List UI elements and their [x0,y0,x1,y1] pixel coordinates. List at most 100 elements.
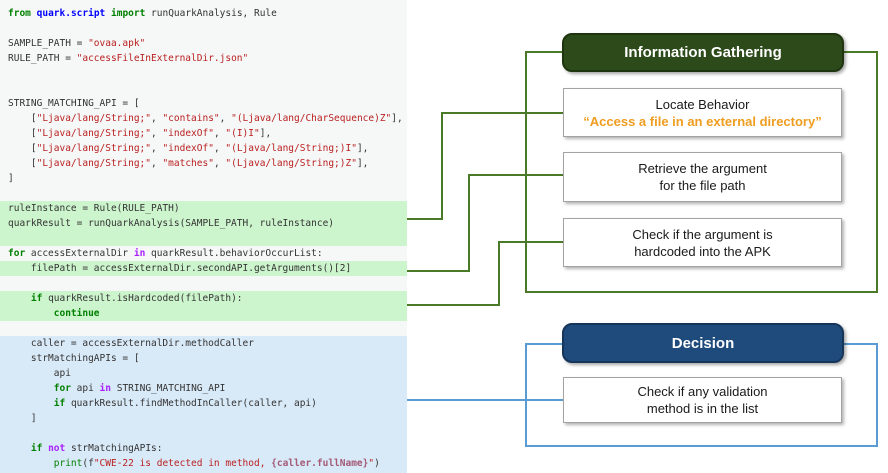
code-token: "CWE-22 is detected in method, [93,458,272,469]
step-box-retrieve-argument: Retrieve the argument for the file path [563,152,842,202]
code-token: api [70,383,100,394]
code-token: filePath = accessExternalDir.secondAPI.g… [8,263,352,274]
code-token: "matches" [162,158,214,169]
code-token: in [133,248,146,259]
code-token: print [53,458,83,469]
code-token: ], [391,113,403,124]
code-token: , [213,158,226,169]
code-token: ) [374,458,380,469]
code-line [0,321,407,336]
code-line [0,186,407,201]
code-line: ["Ljava/lang/String;", "contains", "(Lja… [0,111,407,126]
code-line: strMatchingAPIs = [ [0,351,407,366]
code-token: "accessFileInExternalDir.json" [76,53,249,64]
step-box-locate-behavior-line2: “Access a file in an external directory” [583,113,822,129]
code-token: [ [8,113,37,124]
code-token: ], [259,128,272,139]
code-token: (f [82,458,94,469]
code-token: continue [53,308,100,319]
code-token [8,383,54,394]
code-token: RULE_PATH = [8,53,77,64]
code-token: quark.script [36,8,106,19]
code-token: [ [8,143,37,154]
code-token [8,293,31,304]
code-line: if not strMatchingAPIs: [0,441,407,456]
code-line: for api in STRING_MATCHING_API [0,381,407,396]
code-line [0,276,407,291]
connector-retrieve-argument-horizontal [468,174,563,176]
code-token: quarkResult = runQuarkAnalysis(SAMPLE_PA… [8,218,335,229]
code-line [0,471,407,473]
code-token: ] [8,173,14,184]
code-line: ] [0,411,407,426]
code-line: ruleInstance = Rule(RULE_PATH) [0,201,407,216]
connector-rule-instance-horizontal [407,218,443,220]
connector-validation-horizontal [407,399,563,401]
code-token: api [8,368,71,379]
code-token: " [368,458,375,469]
code-line [0,66,407,81]
code-token [8,443,31,454]
code-token [8,308,54,319]
connector-hardcoded-vertical [498,241,500,306]
connector-filepath-vertical [468,174,470,272]
code-token: STRING_MATCHING_API [111,383,226,394]
step-box-retrieve-argument-line2: for the file path [659,178,746,193]
code-token: import [111,8,146,19]
code-token: "(I)I" [225,128,260,139]
code-line: ["Ljava/lang/String;", "indexOf", "(Ljav… [0,141,407,156]
step-box-check-validation: Check if any validation method is in the… [563,377,842,423]
step-box-check-validation-line2: method is in the list [646,401,759,416]
step-box-locate-behavior-line1: Locate Behavior [655,96,750,112]
code-line: if quarkResult.findMethodInCaller(caller… [0,396,407,411]
code-token: , [151,113,163,124]
code-token: for [53,383,71,394]
step-box-check-hardcoded-line2: hardcoded into the APK [634,243,771,259]
code-token: [ [8,128,37,139]
code-line [0,231,407,246]
connector-filepath-horizontal [407,270,470,272]
code-token: from [8,8,31,19]
code-line: continue [0,306,407,321]
code-token: "(Ljava/lang/CharSequence)Z" [231,113,392,124]
code-token: {caller.fullName} [271,458,369,469]
code-token: in [99,383,111,394]
code-line: caller = accessExternalDir.methodCaller [0,336,407,351]
code-token [8,398,54,409]
code-token: ruleInstance = Rule(RULE_PATH) [8,203,180,214]
code-line [0,21,407,36]
step-box-check-hardcoded-line1: Check if the argument is [632,226,773,242]
code-token: STRING_MATCHING_API = [ [8,98,140,109]
connector-locate-behavior-horizontal [441,112,563,114]
code-token: "(Ljava/lang/String;)Z" [225,158,357,169]
code-token: "Ljava/lang/String;" [36,158,151,169]
code-token: "Ljava/lang/String;" [36,128,151,139]
code-token: strMatchingAPIs: [65,443,163,454]
code-token: [ [8,158,37,169]
information-gathering-title: Information Gathering [624,44,782,61]
code-line: SAMPLE_PATH = "ovaa.apk" [0,36,407,51]
code-token: "contains" [162,113,220,124]
code-line: RULE_PATH = "accessFileInExternalDir.jso… [0,51,407,66]
code-token: ], [356,158,369,169]
code-token: for [8,248,26,259]
code-token: quarkResult.findMethodInCaller(caller, a… [65,398,317,409]
code-line: ] [0,171,407,186]
code-panel: from quark.script import runQuarkAnalysi… [0,0,407,473]
code-token: caller = accessExternalDir.methodCaller [8,338,254,349]
connector-hardcoded-horizontal [407,304,500,306]
code-line [0,81,407,96]
code-line: for accessExternalDir in quarkResult.beh… [0,246,407,261]
code-line: if quarkResult.isHardcoded(filePath): [0,291,407,306]
connector-check-hardcoded-horizontal [498,241,563,243]
code-line: print(f"CWE-22 is detected in method, {c… [0,456,407,471]
code-token: accessExternalDir [25,248,134,259]
code-token: SAMPLE_PATH = [8,38,89,49]
code-token: quarkResult.isHardcoded(filePath): [42,293,243,304]
code-line: ["Ljava/lang/String;", "indexOf", "(I)I"… [0,126,407,141]
code-token: runQuarkAnalysis, Rule [145,8,277,19]
code-line: from quark.script import runQuarkAnalysi… [0,6,407,21]
code-token: "indexOf" [162,143,214,154]
decision-title: Decision [671,334,735,352]
